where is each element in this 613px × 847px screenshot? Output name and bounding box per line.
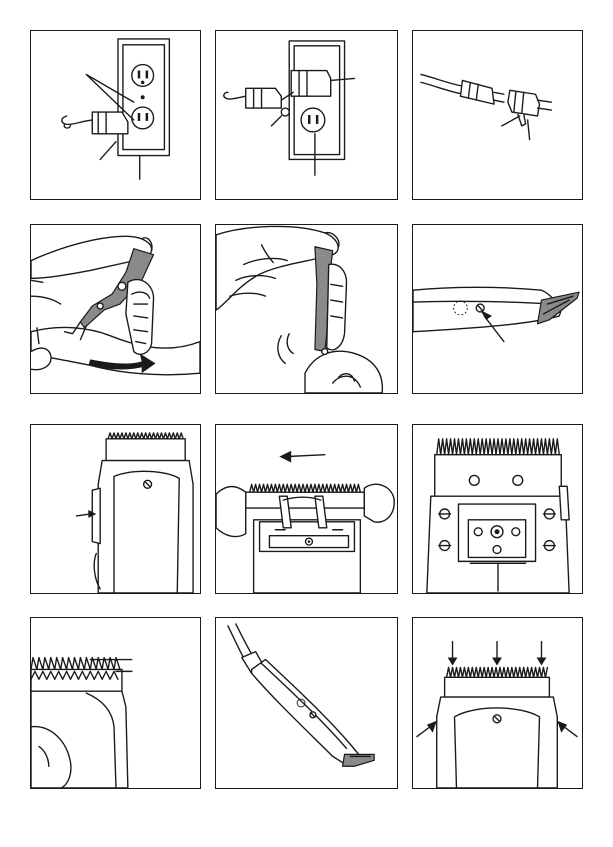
outlet-adapter-icon (216, 31, 397, 199)
blade-screws-icon (413, 425, 582, 593)
clipper-lever-icon (31, 425, 200, 593)
panel-3-polarized-plug (412, 30, 583, 200)
polarized-plug-icon (413, 31, 582, 199)
panel-5-lever-press (215, 224, 398, 394)
panel-12-blade-alignment (412, 617, 583, 789)
panel-9-blade-screws (412, 424, 583, 594)
blade-teeth-closeup-icon (31, 618, 200, 788)
wall-outlet-plug-icon (31, 31, 200, 199)
panel-1-wall-outlet (30, 30, 201, 200)
panel-4-lever-hand (30, 224, 201, 394)
panel-6-clipper-screw (412, 224, 583, 394)
lever-hand-icon (31, 225, 200, 393)
panel-2-outlet-adapter (215, 30, 398, 200)
panel-10-blade-teeth-closeup (30, 617, 201, 789)
clipper-screw-icon (413, 225, 582, 393)
clipper-cord-icon (216, 618, 397, 788)
panel-7-clipper-lever (30, 424, 201, 594)
blade-slide-icon (216, 425, 397, 593)
panel-8-blade-slide (215, 424, 398, 594)
blade-alignment-icon (413, 618, 582, 788)
panel-11-clipper-cord (215, 617, 398, 789)
lever-press-icon (216, 225, 397, 393)
